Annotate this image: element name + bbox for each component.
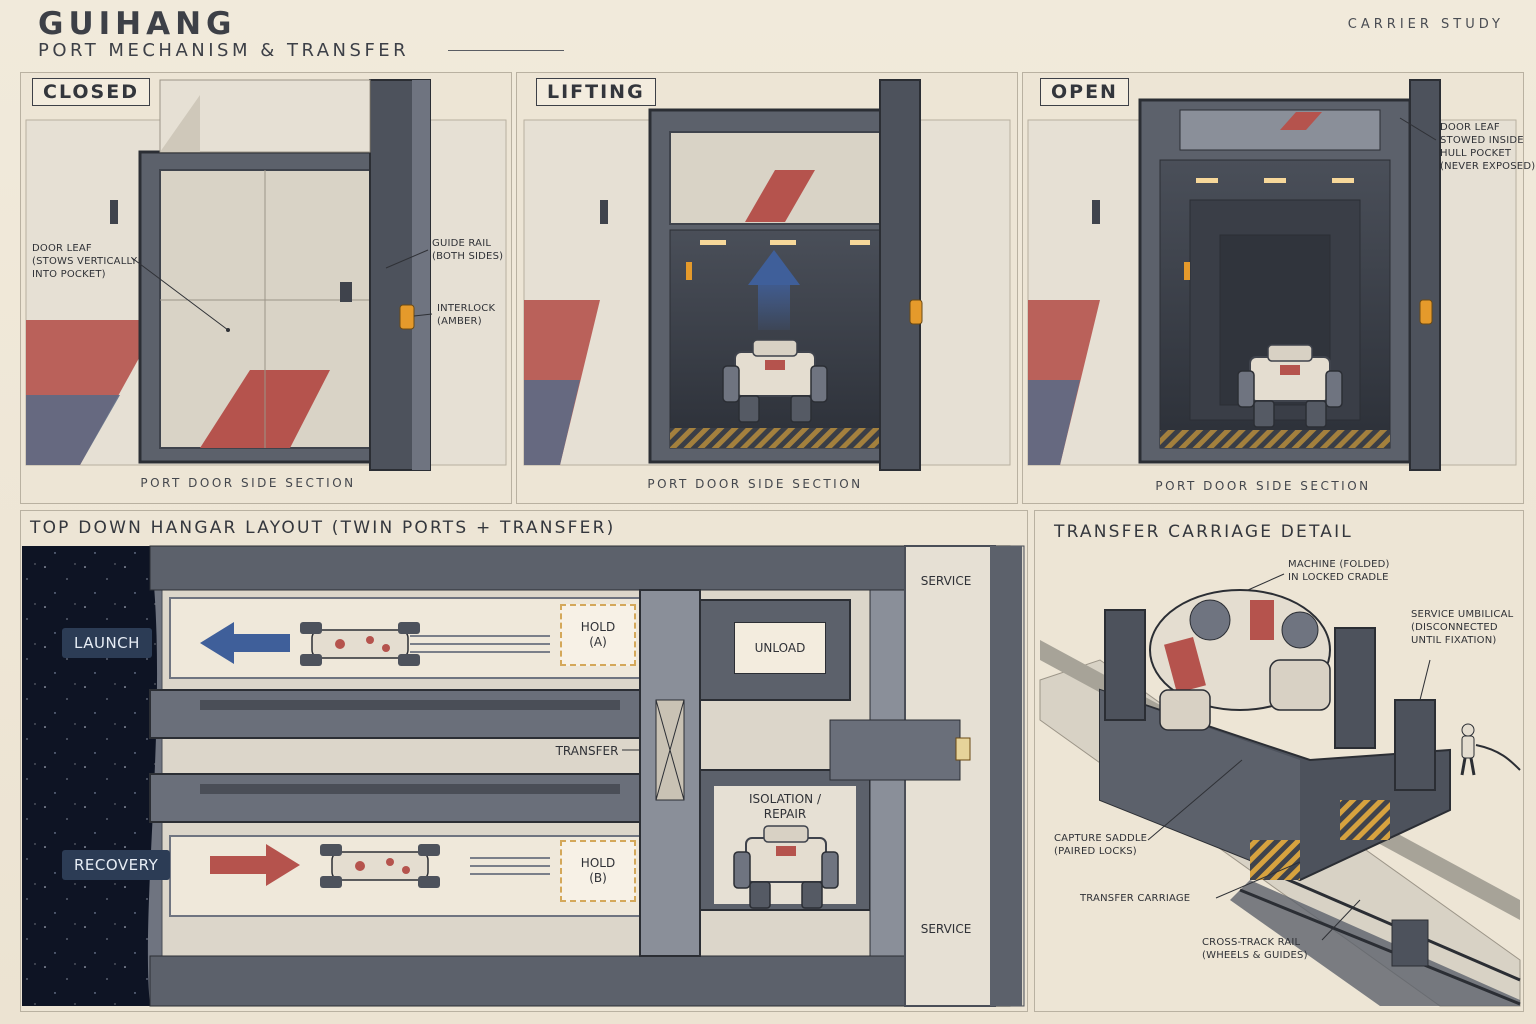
- hangar-layout-drawing: [22, 545, 1025, 1007]
- note-interlock: INTERLOCK (AMBER): [437, 303, 496, 327]
- carriage-drawing: [1039, 573, 1521, 1007]
- corner-label: CARRIER STUDY: [1347, 17, 1504, 32]
- hold-b-zone: HOLD(B): [560, 840, 636, 902]
- launch-arrow-icon: [200, 622, 290, 664]
- tag-open: OPEN: [1040, 78, 1129, 106]
- open-door-drawing: [1027, 79, 1517, 471]
- tag-closed: CLOSED: [32, 78, 150, 106]
- tag-lifting: LIFTING: [536, 78, 656, 106]
- subtitle-rule: [448, 50, 564, 51]
- closed-door-drawing: [25, 79, 507, 471]
- lift-arrow-icon: [748, 250, 800, 285]
- carriage-title: TRANSFER CARRIAGE DETAIL: [1054, 522, 1353, 542]
- service-bottom-label: SERVICE: [920, 922, 972, 936]
- hangar-title: TOP DOWN HANGAR LAYOUT (TWIN PORTS + TRA…: [30, 518, 616, 538]
- caption-lifting: PORT DOOR SIDE SECTION: [647, 477, 863, 491]
- caption-closed: PORT DOOR SIDE SECTION: [140, 476, 356, 490]
- launch-label: LAUNCH: [62, 628, 152, 658]
- page-subtitle: PORT MECHANISM & TRANSFER: [38, 40, 410, 61]
- note-capture-saddle: CAPTURE SADDLE (PAIRED LOCKS): [1054, 833, 1148, 857]
- note-cross-track-rail: CROSS-TRACK RAIL (WHEELS & GUIDES): [1202, 937, 1308, 961]
- page-title: GUIHANG: [38, 6, 237, 42]
- unload-zone: UNLOAD: [734, 622, 826, 674]
- transfer-label: TRANSFER: [555, 744, 619, 758]
- note-door-leaf: DOOR LEAF (STOWS VERTICALLY INTO POCKET): [32, 243, 138, 280]
- isolation-repair-label: ISOLATION / REPAIR: [749, 792, 821, 821]
- note-machine: MACHINE (FOLDED) IN LOCKED CRADLE: [1288, 559, 1390, 583]
- note-umbilical: SERVICE UMBILICAL (DISCONNECTED UNTIL FI…: [1411, 609, 1514, 646]
- lifting-door-drawing: [523, 79, 1011, 471]
- hold-a-zone: HOLD(A): [560, 604, 636, 666]
- service-top-label: SERVICE: [920, 574, 972, 588]
- caption-open: PORT DOOR SIDE SECTION: [1155, 479, 1371, 493]
- note-guide-rail: GUIDE RAIL (BOTH SIDES): [432, 238, 504, 262]
- note-transfer-carriage: TRANSFER CARRIAGE: [1080, 893, 1191, 904]
- note-door-leaf-stowed: DOOR LEAF STOWED INSIDE HULL POCKET (NEV…: [1440, 122, 1536, 172]
- recovery-label: RECOVERY: [62, 850, 171, 880]
- recovery-arrow-icon: [210, 844, 300, 886]
